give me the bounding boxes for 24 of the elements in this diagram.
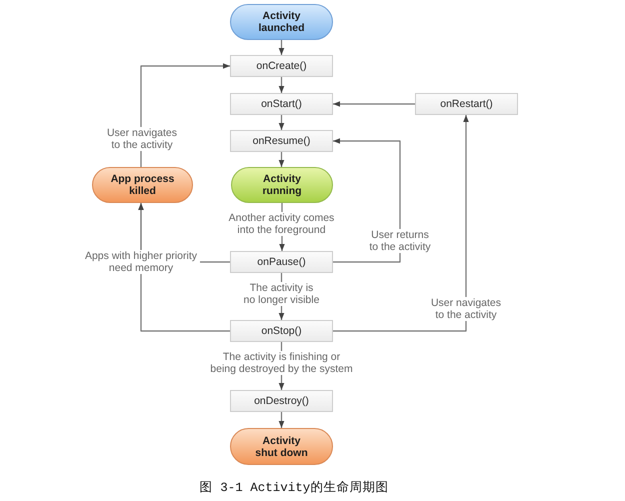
arrow xyxy=(278,40,284,55)
method-box: onRestart() xyxy=(415,93,518,115)
arrow xyxy=(278,77,284,93)
edge-label: The activity is finishing or being destroyed by the system xyxy=(208,350,354,374)
edge-label: The activity is no longer visible xyxy=(242,282,322,306)
arrow xyxy=(278,152,284,167)
arrow xyxy=(138,203,230,332)
start-pill: Activity launched xyxy=(230,4,333,40)
method-box: onResume() xyxy=(230,130,333,152)
arrow xyxy=(333,138,401,263)
end-pill: Activity shut down xyxy=(230,428,333,465)
arrow xyxy=(278,115,284,130)
method-box: onCreate() xyxy=(230,55,333,77)
arrow xyxy=(333,101,415,107)
arrow xyxy=(333,115,469,332)
state-pill: Activity running xyxy=(231,167,333,203)
method-box: onStart() xyxy=(230,93,333,115)
edge-label: Apps with higher priority need memory xyxy=(82,250,200,274)
arrow xyxy=(278,412,284,428)
method-box: onPause() xyxy=(230,251,333,273)
method-box: onDestroy() xyxy=(230,390,333,412)
caption: 图 3-1 Activity的生命周期图 xyxy=(200,480,388,496)
state-pill: App process killed xyxy=(92,167,193,203)
method-box: onStop() xyxy=(230,320,333,342)
